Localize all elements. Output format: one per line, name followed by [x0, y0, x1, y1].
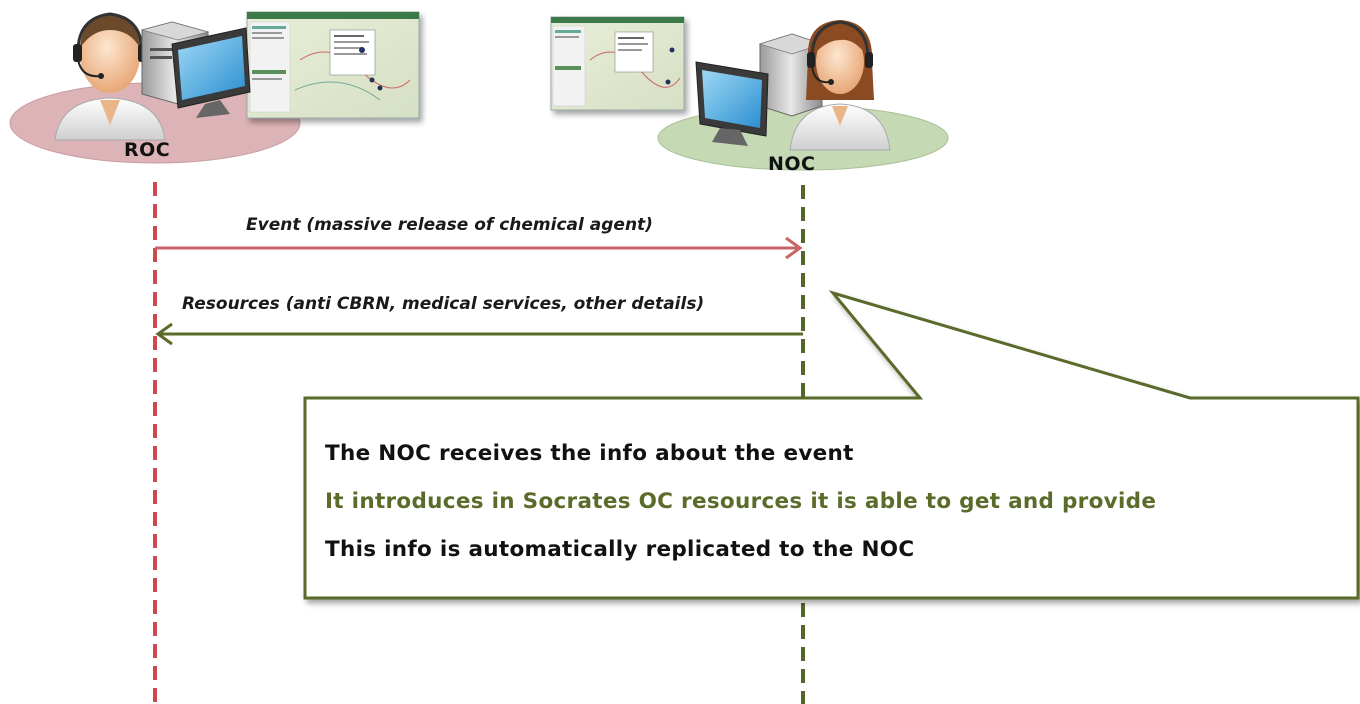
roc-label: ROC	[124, 139, 171, 161]
note-line-3: This info is automatically replicated to…	[325, 537, 915, 562]
noc-operator-figure	[789, 20, 891, 151]
message-arrow-resources	[155, 322, 803, 346]
noc-screenshot-thumbnail	[550, 16, 685, 111]
message-arrow-event	[155, 236, 803, 260]
message-label-event: Event (massive release of chemical agent…	[246, 215, 653, 235]
roc-screenshot-thumbnail	[246, 11, 420, 119]
message-label-resources: Resources (anti CBRN, medical services, …	[182, 294, 705, 314]
roc-actor	[9, 11, 420, 164]
noc-label: NOC	[768, 153, 816, 175]
callout-note-shape	[303, 290, 1360, 600]
note-line-2: It introduces in Socrates OC resources i…	[325, 489, 1157, 514]
noc-computer	[695, 33, 824, 146]
callout-note: The NOC receives the info about the even…	[305, 398, 1358, 598]
noc-actor	[550, 16, 949, 171]
roc-operator-figure	[54, 12, 166, 141]
note-line-1: The NOC receives the info about the even…	[325, 441, 854, 466]
roc-computer	[140, 21, 251, 118]
